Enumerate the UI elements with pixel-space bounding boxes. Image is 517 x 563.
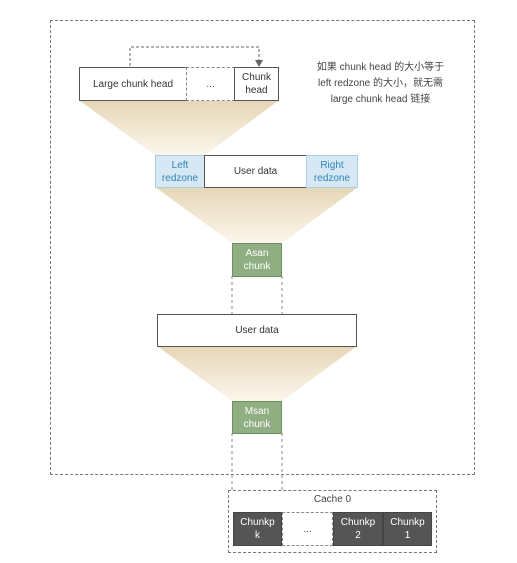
cache-ellipsis: ...: [282, 512, 333, 546]
link-arrow-head: [255, 60, 263, 67]
funnel-middle: [155, 187, 358, 243]
note-text: 如果 chunk head 的大小等于 left redzone 的大小，就无需…: [298, 60, 463, 108]
cache-title: Cache 0: [313, 494, 352, 505]
user-data-box-1: User data: [204, 155, 307, 188]
note-line-3: large chunk head 链接: [330, 94, 431, 105]
top-ellipsis-box: ...: [186, 67, 235, 101]
outer-frame: [50, 20, 475, 475]
cache-chunk-1: Chunkp 1: [383, 512, 432, 546]
funnel-bottom: [157, 346, 357, 401]
cache-frame: [228, 490, 437, 553]
funnel-top: [80, 101, 278, 155]
large-chunk-head-box: Large chunk head: [79, 67, 187, 101]
right-redzone-box: Right redzone: [306, 155, 358, 188]
link-arrow: [129, 46, 260, 66]
note-line-1: 如果 chunk head 的大小等于: [316, 62, 445, 73]
chunk-head-box: Chunk head: [234, 67, 279, 101]
left-redzone-box: Left redzone: [155, 155, 205, 188]
user-data-box-2: User data: [157, 314, 357, 347]
cache-chunk-2: Chunkp 2: [333, 512, 383, 546]
cache-chunk-k: Chunkp k: [233, 512, 282, 546]
asan-chunk-box: Asan chunk: [232, 243, 282, 277]
msan-chunk-box: Msan chunk: [232, 401, 282, 434]
note-line-2: left redzone 的大小，就无需: [317, 78, 444, 89]
